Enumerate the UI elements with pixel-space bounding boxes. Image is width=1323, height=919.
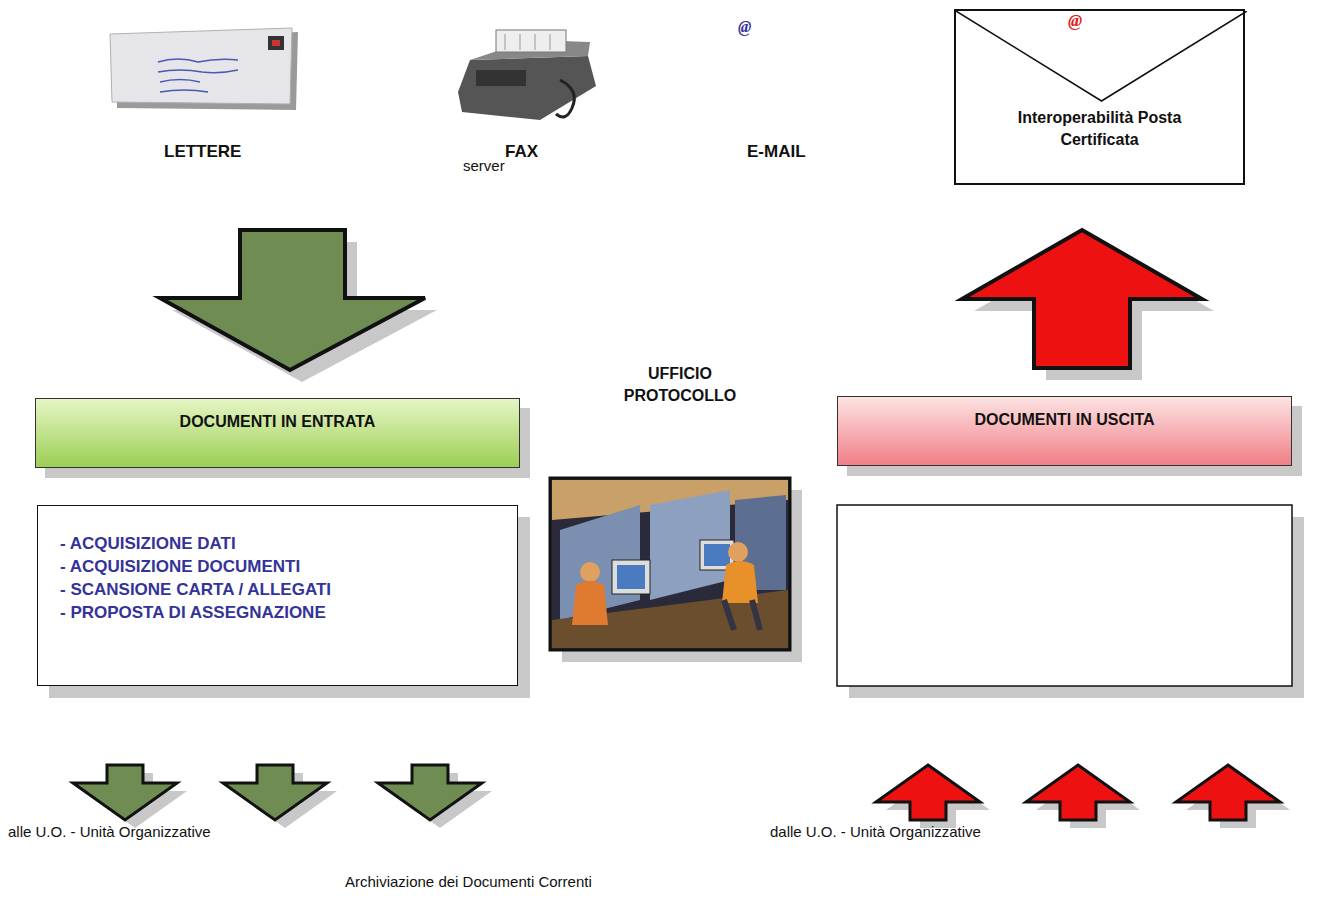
office-label: UFFICIO PROTOCOLLO bbox=[600, 363, 760, 407]
source-label: FAX bbox=[505, 142, 538, 162]
empty-box bbox=[837, 505, 1292, 686]
origin-label: dalle U.O. - Unità Organizzative bbox=[770, 823, 981, 840]
destination-label: alle U.O. - Unità Organizzative bbox=[8, 823, 211, 840]
incoming-arrow bbox=[160, 230, 437, 382]
small-down-arrow bbox=[378, 765, 482, 820]
small-up-arrow bbox=[1176, 765, 1280, 820]
envelope-label: Interoperabilità Posta Certificata bbox=[1005, 107, 1195, 151]
envelope-flap-line bbox=[956, 11, 1247, 101]
at-symbol: @ bbox=[1068, 11, 1082, 31]
small-up-arrow bbox=[1026, 765, 1130, 820]
source-label: LETTERE bbox=[164, 142, 241, 162]
band-label: DOCUMENTI IN USCITA bbox=[965, 409, 1165, 431]
task-item: - ACQUISIZIONE DOCUMENTI bbox=[60, 555, 517, 578]
outgoing-arrow bbox=[962, 230, 1202, 368]
envelope-box: @ Interoperabilità Posta Certificata bbox=[954, 9, 1245, 185]
office-picture bbox=[550, 478, 802, 662]
letter-icon bbox=[110, 28, 298, 110]
fax-icon bbox=[458, 30, 596, 120]
caption: Archiviazione dei Documenti Correnti bbox=[345, 873, 592, 890]
small-down-arrows bbox=[73, 765, 1290, 828]
small-up-arrow bbox=[876, 765, 980, 820]
task-list-box: - ACQUISIZIONE DATI- ACQUISIZIONE DOCUME… bbox=[37, 505, 518, 686]
band-label: DOCUMENTI IN ENTRATA bbox=[178, 411, 378, 433]
task-item: - PROPOSTA DI ASSEGNAZIONE bbox=[60, 601, 517, 624]
envelope-flap bbox=[956, 11, 1247, 187]
task-item: - ACQUISIZIONE DATI bbox=[60, 532, 517, 555]
incoming-band: DOCUMENTI IN ENTRATA bbox=[35, 398, 520, 468]
task-item: - SCANSIONE CARTA / ALLEGATI bbox=[60, 578, 517, 601]
outgoing-band: DOCUMENTI IN USCITA bbox=[837, 396, 1292, 466]
source-label: E-MAIL bbox=[747, 142, 806, 162]
server-label: server bbox=[463, 157, 505, 174]
at-symbol: @ bbox=[738, 18, 751, 36]
small-down-arrow bbox=[223, 765, 327, 820]
small-down-arrow bbox=[73, 765, 177, 820]
